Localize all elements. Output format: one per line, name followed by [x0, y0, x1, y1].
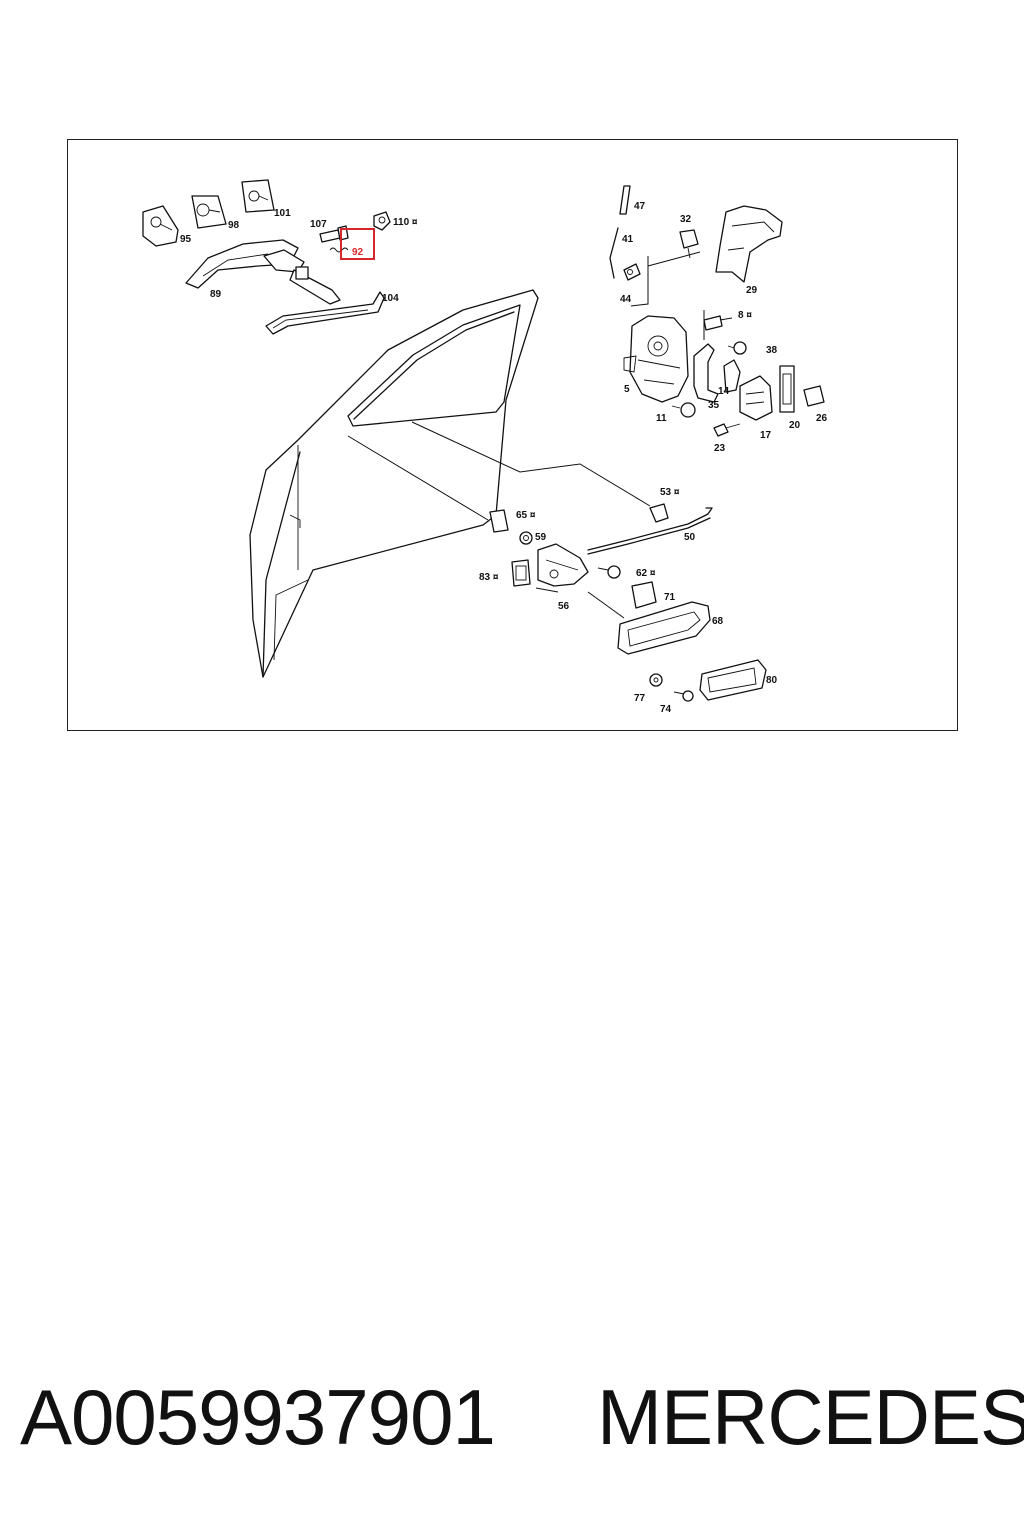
screw-8	[703, 315, 733, 331]
lock-button-47	[619, 185, 631, 215]
key-tag-98	[191, 195, 227, 229]
lever-14	[693, 343, 719, 403]
part-label-50: 50	[684, 532, 696, 543]
part-label-53: 53 ¤	[660, 487, 680, 498]
part-label-8: 8 ¤	[738, 310, 752, 321]
footer: A0059937901 MERCEDES	[0, 1372, 1024, 1462]
part-label-101: 101	[274, 208, 291, 219]
part-label-44: 44	[620, 294, 632, 305]
striker-17	[739, 375, 773, 421]
exploded-door-lock-diagram: 95 98 101 107 110 ¤ 92 89 104 47 41 44 32 29 8 ¤ 38 5 14…	[142, 179, 828, 715]
part-label-32: 32	[680, 214, 692, 225]
star-washer-77	[649, 673, 663, 687]
part-label-41: 41	[622, 234, 634, 245]
part-label-77: 77	[634, 693, 646, 704]
part-label-89: 89	[210, 289, 222, 300]
part-label-20: 20	[789, 420, 801, 431]
remote-mech-56	[535, 543, 589, 593]
part-label-11: 11	[656, 413, 667, 424]
part-label-29: 29	[746, 285, 758, 296]
part-label-47: 47	[634, 201, 646, 212]
part-label-56: 56	[558, 601, 570, 612]
bracket-35	[723, 359, 741, 393]
highlighted-part-box	[340, 228, 375, 260]
part-label-65: 65 ¤	[516, 510, 536, 521]
part-label-74: 74	[660, 704, 672, 715]
clip-44	[623, 263, 641, 281]
grommet-59	[519, 531, 533, 545]
plate-20	[779, 365, 795, 413]
part-label-38: 38	[766, 345, 778, 356]
rod-41	[609, 227, 619, 279]
part-label-83: 83 ¤	[479, 572, 499, 583]
pad-71	[631, 581, 657, 609]
key-tag-95	[142, 205, 179, 247]
cover-29	[715, 205, 783, 283]
connector-32	[679, 229, 699, 259]
part-label-68: 68	[712, 616, 724, 627]
gasket-104	[265, 291, 385, 335]
part-label-107: 107	[310, 219, 327, 230]
part-label-104: 104	[382, 293, 399, 304]
part-label-110: 110 ¤	[393, 217, 418, 228]
inner-handle-68	[617, 601, 711, 655]
cable-50	[587, 507, 713, 555]
plate-83	[511, 559, 531, 587]
clip-53	[649, 503, 669, 523]
brand-name: MERCEDES	[597, 1373, 1024, 1461]
screw-38	[727, 341, 747, 355]
part-label-80: 80	[766, 675, 778, 686]
part-label-62: 62 ¤	[636, 568, 656, 579]
screw-11	[671, 402, 696, 418]
part-label-92: 92	[352, 247, 364, 258]
part-label-17: 17	[760, 430, 772, 441]
part-label-59: 59	[535, 532, 547, 543]
clip-110	[373, 211, 391, 231]
part-number: A0059937901	[20, 1373, 496, 1461]
part-label-26: 26	[816, 413, 828, 424]
door-shell	[249, 289, 539, 678]
screw-74	[673, 690, 694, 702]
part-label-71: 71	[664, 592, 676, 603]
pad-26	[803, 385, 825, 407]
screw-62	[597, 565, 621, 579]
part-labels: 95 98 101 107 110 ¤ 92 89 104 47 41 44 32 29 8 ¤ 38 5 14…	[180, 201, 828, 715]
part-label-23: 23	[714, 443, 726, 454]
bracket-65	[489, 509, 509, 533]
part-label-98: 98	[228, 220, 240, 231]
parts-diagram-frame: 95 98 101 107 110 ¤ 92 89 104 47 41 44 32 29 8 ¤ 38 5 14…	[67, 139, 958, 731]
leader-lines	[347, 251, 705, 619]
part-label-95: 95	[180, 234, 192, 245]
lock-body-5	[623, 315, 689, 403]
outer-handle-89	[185, 239, 341, 305]
part-label-5: 5	[624, 384, 630, 395]
key-tag-101	[241, 179, 275, 213]
part-label-14: 14	[718, 386, 730, 397]
spring-small	[329, 247, 349, 253]
trim-80	[699, 659, 767, 701]
part-label-35: 35	[708, 400, 720, 411]
screw-23	[713, 423, 741, 437]
